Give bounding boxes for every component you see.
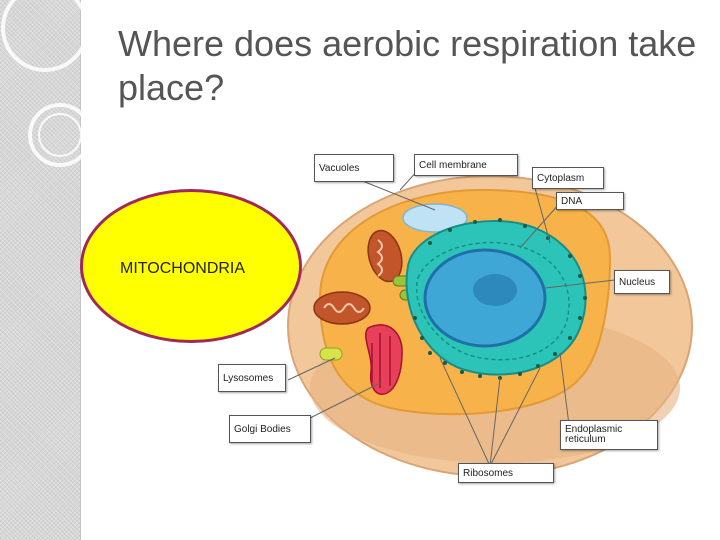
answer-text: MITOCHONDRIA [120,260,245,278]
label-ribosomes: Ribosomes [458,463,554,483]
decorative-circles [0,0,120,200]
nucleolus [473,274,517,306]
mitochondrion-2 [314,292,370,324]
slide-title: Where does aerobic respiration take plac… [118,22,698,110]
label-golgi-bodies: Golgi Bodies [229,415,311,443]
label-cell-membrane: Cell membrane [414,154,518,176]
lysosome [320,348,342,360]
label-lysosomes: Lysosomes [218,364,286,392]
label-dna: DNA [556,192,624,210]
label-cytoplasm: Cytoplasm [532,167,604,189]
label-endoplasmic-reticulum: Endoplasmic reticulum [560,420,658,450]
label-nucleus: Nucleus [614,270,670,294]
label-vacuoles: Vacuoles [314,154,394,182]
